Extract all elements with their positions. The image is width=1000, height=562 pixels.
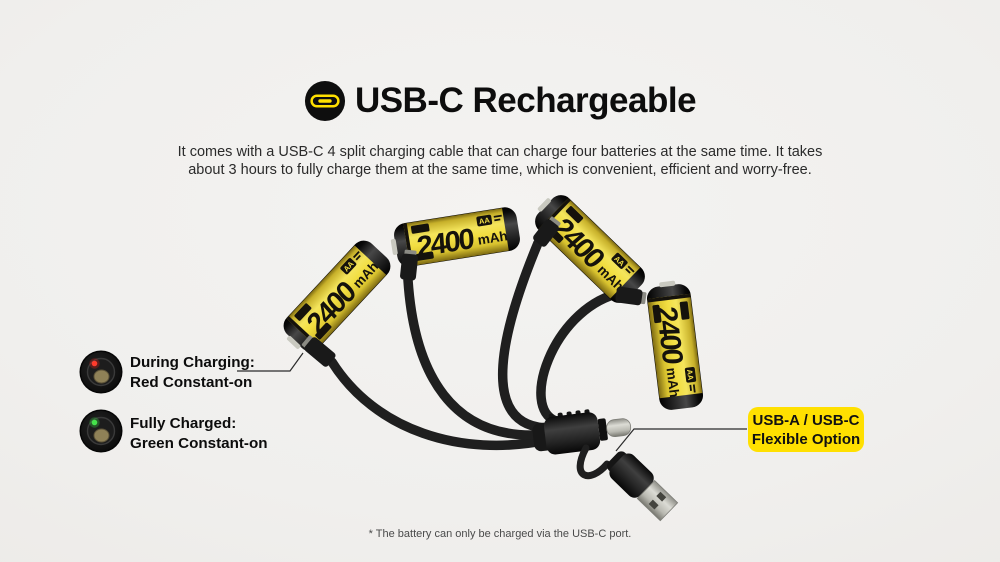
cable-hub bbox=[532, 409, 632, 455]
split-cables bbox=[327, 238, 621, 451]
charging-led-indicator bbox=[79, 350, 123, 394]
footnote: * The battery can only be charged via th… bbox=[368, 528, 632, 540]
callout-line-1: USB-A / USB-C bbox=[752, 411, 860, 429]
title-row: USB-C Rechargeable bbox=[0, 80, 1000, 122]
usb-c-connector-2 bbox=[400, 249, 418, 281]
battery-2: 2400 mAh AA bbox=[390, 207, 520, 267]
charging-indicator-title: During Charging: bbox=[130, 354, 255, 371]
charging-indicator-label: During Charging: Red Constant-on bbox=[130, 353, 255, 392]
usb-c-plug bbox=[606, 418, 632, 438]
usb-c-connector-3 bbox=[533, 216, 561, 247]
adapter-tether-cable bbox=[576, 444, 611, 480]
cable-4 bbox=[536, 289, 621, 426]
charging-indicator-pointer-line bbox=[237, 352, 304, 372]
battery-size-badge: AA bbox=[478, 215, 491, 226]
battery-4: 2400 mAh AA bbox=[646, 280, 704, 410]
charged-indicator-label: Fully Charged: Green Constant-on bbox=[130, 414, 268, 453]
callout-pointer-line bbox=[615, 428, 747, 452]
charged-led-indicator bbox=[79, 409, 123, 453]
usb-a-adapter bbox=[607, 451, 679, 522]
battery-size-badge: AA bbox=[685, 369, 695, 381]
usb-c-connector-4 bbox=[615, 286, 647, 306]
battery-unit: mAh bbox=[664, 367, 683, 399]
usb-option-callout: USB-A / USB-C Flexible Option bbox=[748, 407, 864, 452]
cable-2 bbox=[403, 275, 555, 440]
cable-1 bbox=[327, 357, 553, 451]
usb-c-connector-1 bbox=[301, 335, 336, 367]
usb-a-plug bbox=[636, 479, 679, 522]
description-line-1: It comes with a USB-C 4 split charging c… bbox=[177, 144, 823, 160]
cable-3 bbox=[497, 238, 557, 433]
battery-unit: mAh bbox=[477, 228, 509, 248]
battery-1: 2400 mAh AA bbox=[283, 240, 391, 352]
charged-indicator-status: Green Constant-on bbox=[130, 434, 268, 452]
callout-line-2: Flexible Option bbox=[751, 430, 861, 448]
page-title: USB-C Rechargeable bbox=[354, 81, 697, 120]
usb-c-port-icon bbox=[304, 80, 345, 122]
description-paragraph: It comes with a USB-C 4 split charging c… bbox=[160, 143, 840, 179]
charging-indicator-status: Red Constant-on bbox=[130, 373, 253, 391]
description-line-2: about 3 hours to fully charge them at th… bbox=[188, 162, 812, 178]
charged-indicator-title: Fully Charged: bbox=[130, 415, 237, 432]
battery-capacity: 2400 bbox=[649, 306, 688, 364]
